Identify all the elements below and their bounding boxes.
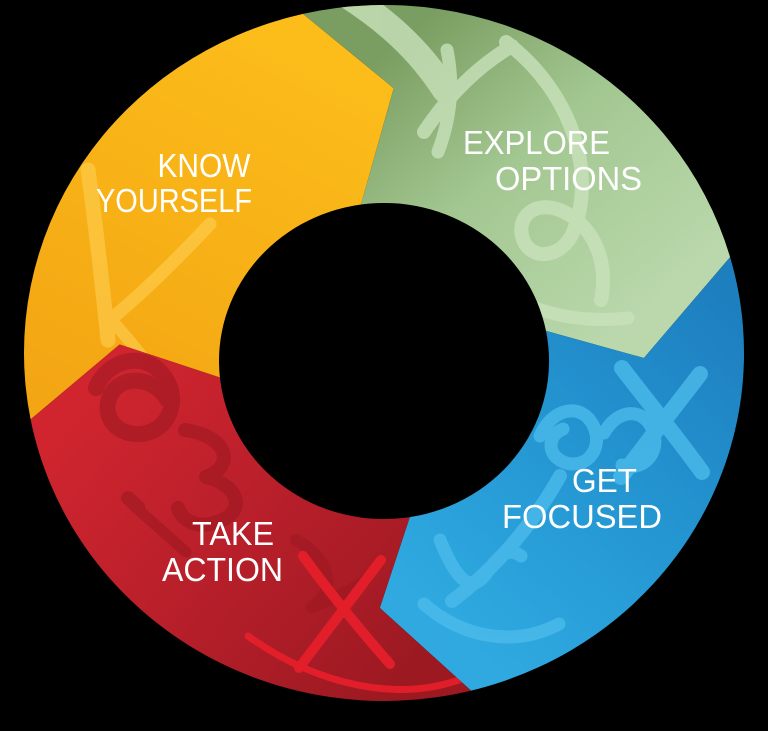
scribble-stroke <box>417 597 566 644</box>
segment-take-action-scribble-bright <box>244 551 468 693</box>
scribble-stroke <box>417 39 519 139</box>
scribble-stroke <box>433 533 528 590</box>
scribble-stroke <box>294 555 386 673</box>
segment-get-focused-label-line2: FOCUSED <box>502 498 662 535</box>
segment-take-action: TAKE ACTION <box>30 344 472 701</box>
segment-explore-options: EXPLORE OPTIONS <box>303 4 731 358</box>
segment-know-yourself-label-line1: KNOW <box>158 147 252 184</box>
scribble-stroke <box>335 4 458 103</box>
segment-explore-options-shape <box>303 4 731 358</box>
segment-take-action-scribble <box>88 352 372 613</box>
scribble-stroke <box>445 469 567 608</box>
scribble-stroke <box>171 423 243 532</box>
scribble-stroke <box>105 217 217 325</box>
segment-take-action-label-line1: TAKE <box>192 515 274 552</box>
segment-explore-options-label-line1: EXPLORE <box>463 124 610 161</box>
scribble-stroke <box>290 534 372 613</box>
scribble-stroke <box>597 407 662 473</box>
scribble-stroke <box>244 632 468 693</box>
segment-get-focused: GET FOCUSED <box>379 257 745 691</box>
scribble-stroke <box>533 404 604 471</box>
segment-know-yourself-label-line2: YOURSELF <box>96 182 252 219</box>
scribble-stroke <box>431 43 458 159</box>
segment-get-focused-scribble <box>417 360 710 644</box>
scribble-stroke <box>121 491 145 514</box>
segment-explore-options-label-line2: OPTIONS <box>495 160 642 197</box>
segment-get-focused-label-line1: GET <box>572 462 637 499</box>
segment-know-yourself: KNOW YOURSELF <box>23 13 394 420</box>
scribble-stroke <box>499 35 611 307</box>
segment-take-action-label-line2: ACTION <box>162 551 283 588</box>
scribble-stroke <box>88 352 180 443</box>
